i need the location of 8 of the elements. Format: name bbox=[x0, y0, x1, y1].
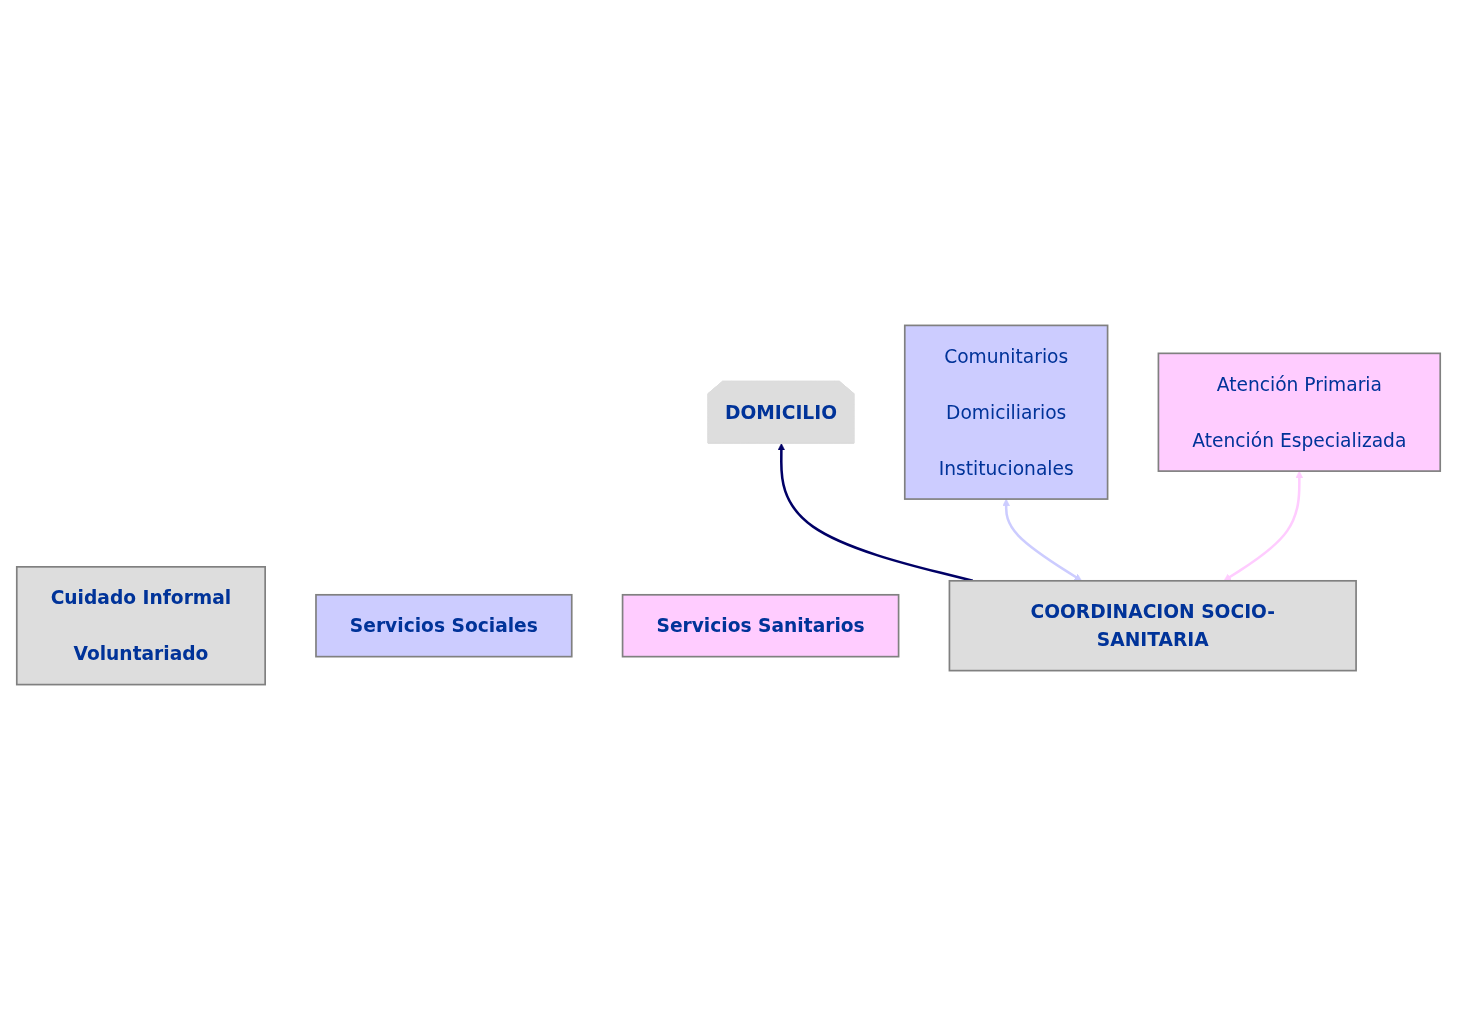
node-box: Atención Primaria Atención Especializada bbox=[1157, 352, 1442, 472]
node-box: Cuidado Informal Voluntariado bbox=[15, 566, 266, 686]
node-box: Servicios Sanitarios bbox=[621, 593, 900, 658]
arrow bbox=[1223, 470, 1304, 581]
arrow bbox=[1002, 498, 1082, 581]
node-box: Servicios Sociales bbox=[315, 593, 573, 658]
node-box: COORDINACION SOCIO-SANITARIA bbox=[948, 579, 1357, 672]
node-box: Comunitarios Domiciliarios Institucionales bbox=[903, 324, 1109, 500]
